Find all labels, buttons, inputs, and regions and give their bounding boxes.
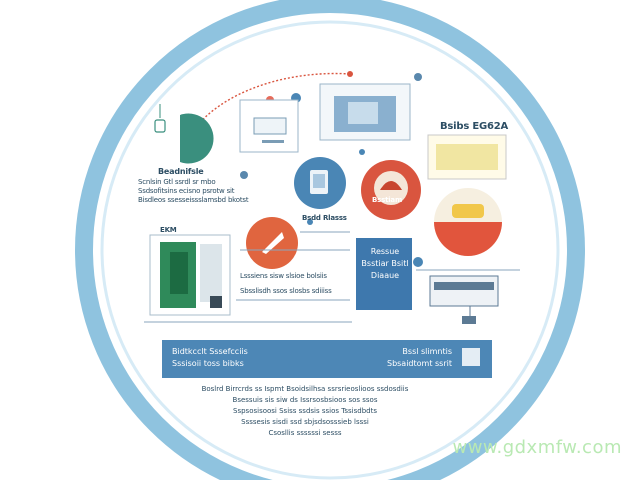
text-line: Bisdleos ssesseissslamsbd bkotst [138,196,249,204]
device-panel-label: EKM [160,226,177,234]
top-left-circle [154,104,214,164]
yellow-card [427,134,507,180]
banner-right-line: Bssl slimntis [402,347,452,356]
screen-card-top-right [319,83,411,141]
middle-panel-line: Diaaue [370,271,400,280]
text-line: Sspsosisoosi Ssiss ssdsis ssios Tssisdbd… [233,407,377,415]
device-panel [149,234,231,316]
text-line: Csosllis ssssssi sesss [268,429,342,437]
middle-blue-panel [356,238,412,310]
small-dot-icon [240,171,248,179]
screen-card-top [239,99,299,153]
watermark: www.gdxmfw.com [452,437,622,458]
top-left-circle-label: Beadnifsle [158,167,204,176]
outer-ring [75,0,585,480]
text-line: Scnlsin Gtl ssrdl sr mbo [138,178,216,186]
left-text-block: Scnlsin Gtl ssrdl sr mbo Ssdsofitsins ec… [138,178,249,205]
yellow-card-title: Bsibs EG62A [440,121,509,132]
text-line: Boslrd Birrcrds ss Ispmt Bsoidsilhsa ssr… [201,385,409,393]
blue-circle [294,157,346,209]
text-line: Ssdsofitsins ecisno psrotw sit [138,187,235,195]
info-banner [162,340,492,378]
small-dot-icon [413,257,423,267]
banner-left-line: Bidtkcclt Sssefcciis [172,347,248,356]
middle-panel-line: Bsstiar Bsitl [361,259,409,268]
middle-panel-title: Ressue Bsstiar Bsitl Diaaue [360,246,410,282]
bottom-text-block: Boslrd Birrcrds ss Ispmt Bsoidsilhsa ssr… [180,384,430,439]
inner-ring [100,20,560,480]
red-circle [361,160,421,220]
banner-left-line: Sssisoii toss bibks [172,359,244,368]
middle-panel-line: Ressue [370,247,400,256]
orange-circle-label: Bsdd Rlasss [302,214,347,222]
connector-dot [347,71,353,77]
small-dot-icon [359,149,365,155]
right-half-circle [434,188,502,256]
banner-text: Bidtkcclt Sssefcciis Bssl slimntis Sssis… [172,346,452,370]
banner-icon [462,348,480,366]
connector-arc-top [189,72,351,136]
banner-right-line: Sbsaidtomt ssrit [386,359,452,368]
small-dot-icon [307,219,313,225]
connector-dot [414,73,422,81]
text-line: Sbsslisdh ssos slosbs sdiiiss [240,287,332,295]
credit-card [429,275,499,324]
mid-text-block: Lsssiens sisw slsioe bolsiis Sbsslisdh s… [240,272,332,296]
orange-circle [246,217,298,269]
text-line: Lsssiens sisw slsioe bolsiis [240,272,327,280]
text-line: Bsessuis sis siw ds Issrsosbsioos sos ss… [232,396,378,404]
red-circle-label: Bsstiam [372,196,403,204]
text-line: Ssssesis sisdi ssd sbjsdsosssieb lsssi [241,418,369,426]
